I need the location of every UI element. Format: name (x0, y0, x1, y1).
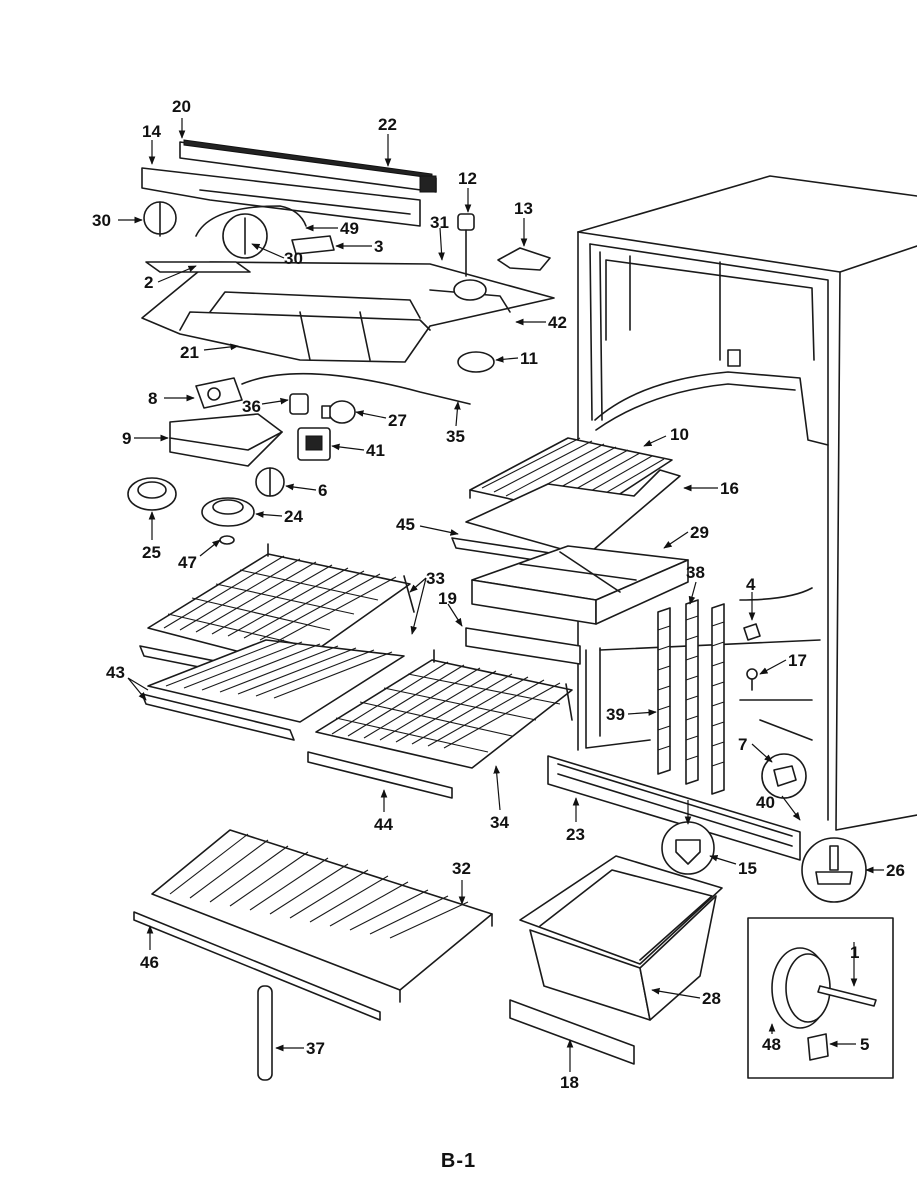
clip-4 (743, 623, 761, 641)
part-label: 44 (374, 815, 393, 834)
part-label: 34 (490, 813, 509, 832)
part-label: 19 (438, 589, 457, 608)
part-label: 22 (378, 115, 397, 134)
part-label: 8 (148, 389, 157, 408)
drawer-front-19 (465, 627, 581, 665)
part-label: 47 (178, 553, 197, 572)
meat-drawer-29 (471, 545, 689, 625)
part-label: 36 (242, 397, 261, 416)
crisper-28 (519, 855, 723, 1021)
support-37 (257, 985, 273, 1081)
knob-6 (255, 467, 285, 497)
part-label: 42 (548, 313, 567, 332)
detail-7 (761, 753, 807, 799)
socket-36 (289, 393, 309, 415)
part-label: 3 (374, 237, 383, 256)
part-label: 18 (560, 1073, 579, 1092)
crisper-front-18 (509, 999, 635, 1065)
part-label: 13 (514, 199, 533, 218)
part-label: 15 (738, 859, 757, 878)
part-label: 43 (106, 663, 125, 682)
screw-17 (746, 668, 758, 691)
shelf-front-44 (307, 751, 453, 799)
part-label: 4 (746, 575, 756, 594)
part-label: 10 (670, 425, 689, 444)
vent-13 (497, 247, 551, 271)
part-label: 45 (396, 515, 415, 534)
part-label: 16 (720, 479, 739, 498)
part-label: 5 (860, 1035, 869, 1054)
cover-front-46 (133, 911, 381, 1021)
part-label: 37 (306, 1039, 325, 1058)
detail-26 (801, 837, 867, 903)
grille-11 (457, 351, 495, 373)
part-label: 32 (452, 859, 471, 878)
part-label: 39 (606, 705, 625, 724)
part-label: 41 (366, 441, 385, 460)
detail-box-caster (747, 917, 894, 1079)
part-label: 20 (172, 97, 191, 116)
part-label: 49 (340, 219, 359, 238)
toe-grille-23 (547, 755, 801, 861)
lower-shelf-43 (141, 639, 405, 741)
part-label: 23 (566, 825, 585, 844)
control-box-9 (169, 413, 283, 467)
part-label: 30 (92, 211, 111, 230)
leader-lines (118, 118, 884, 1072)
evaporator-cover-42 (141, 261, 555, 363)
bulb-27 (321, 400, 356, 424)
shaft-assembly-30 (143, 201, 307, 259)
part-label: 40 (756, 793, 775, 812)
part-label: 7 (738, 735, 747, 754)
shelf-rails-38-39 (585, 599, 725, 795)
part-label: 2 (144, 273, 153, 292)
part-label: 12 (458, 169, 477, 188)
thermostat-8 (195, 372, 471, 409)
part-label: 31 (430, 213, 449, 232)
damper-12 (457, 213, 475, 277)
part-labels: 20 22 14 12 13 30 49 31 3 30 2 42 21 11 … (92, 97, 905, 1092)
part-label: 21 (180, 343, 199, 362)
part-label: 35 (446, 427, 465, 446)
crisper-cover-32 (151, 829, 493, 1003)
detail-15 (661, 821, 715, 875)
ring-47 (219, 535, 235, 545)
switch-41 (297, 427, 331, 461)
part-label: 30 (284, 249, 303, 268)
bracket-2 (145, 261, 251, 273)
part-label: 38 (686, 563, 705, 582)
dial-25 (127, 477, 177, 511)
part-label: 6 (318, 481, 327, 500)
part-label: 26 (886, 861, 905, 880)
part-label: 24 (284, 507, 303, 526)
cabinet (577, 175, 917, 831)
part-label: 46 (140, 953, 159, 972)
part-label: 17 (788, 651, 807, 670)
part-label: 25 (142, 543, 161, 562)
part-label: 27 (388, 411, 407, 430)
middle-shelf-34 (315, 649, 573, 769)
top-rail-22 (179, 139, 437, 193)
part-label: 14 (142, 122, 161, 141)
dial-24 (201, 497, 255, 527)
part-label: 29 (690, 523, 709, 542)
part-label: 9 (122, 429, 131, 448)
block-3 (291, 235, 335, 255)
part-label: 11 (520, 349, 538, 368)
part-label: 28 (702, 989, 721, 1008)
bracket-14 (141, 167, 421, 227)
part-label: 48 (762, 1035, 781, 1054)
page-title: B-1 (440, 1150, 477, 1172)
part-label: 1 (850, 943, 859, 962)
part-label: 33 (426, 569, 445, 588)
